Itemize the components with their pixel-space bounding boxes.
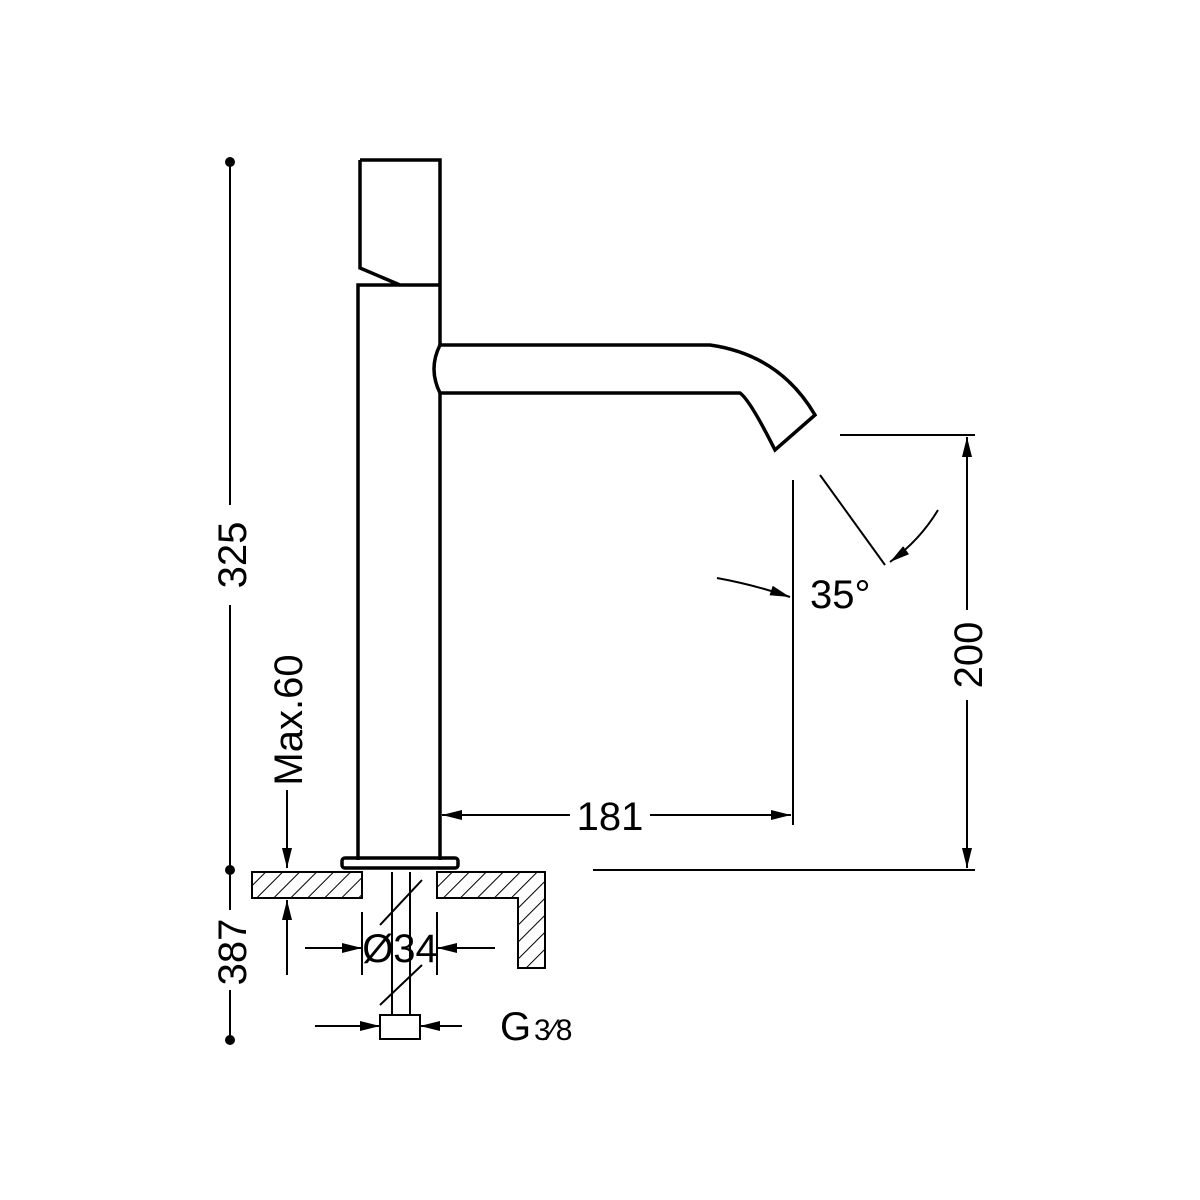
dimension-35-degrees: 35° (810, 573, 871, 617)
dimension-200: 200 (947, 622, 991, 689)
thread-dimension: G 3⁄8 (315, 1005, 572, 1049)
thread-letter: G (500, 1005, 531, 1049)
reach-dimension: 181 (442, 480, 794, 839)
dimension-181: 181 (577, 795, 644, 839)
hole-diameter-dimension: Ø34 (305, 912, 495, 975)
base-flange (340, 856, 460, 870)
overall-height-dimension: 325 387 (211, 157, 255, 1045)
spout (432, 343, 818, 453)
spout-angle-dimension: 35° (716, 474, 939, 617)
dimension-325: 325 (211, 522, 255, 589)
dimension-diameter-34: Ø34 (362, 927, 438, 971)
connection-fitting (379, 1014, 421, 1040)
countertop-section (251, 871, 546, 969)
dimension-387: 387 (211, 919, 255, 986)
spout-height-dimension: 200 (593, 434, 991, 871)
supply-hose (379, 872, 423, 1040)
counter-thickness-dimension: Max.60 (267, 654, 311, 975)
faucet-body (340, 158, 818, 870)
dimension-max-60: Max.60 (267, 654, 311, 785)
thread-fraction: 3⁄8 (534, 1014, 572, 1047)
